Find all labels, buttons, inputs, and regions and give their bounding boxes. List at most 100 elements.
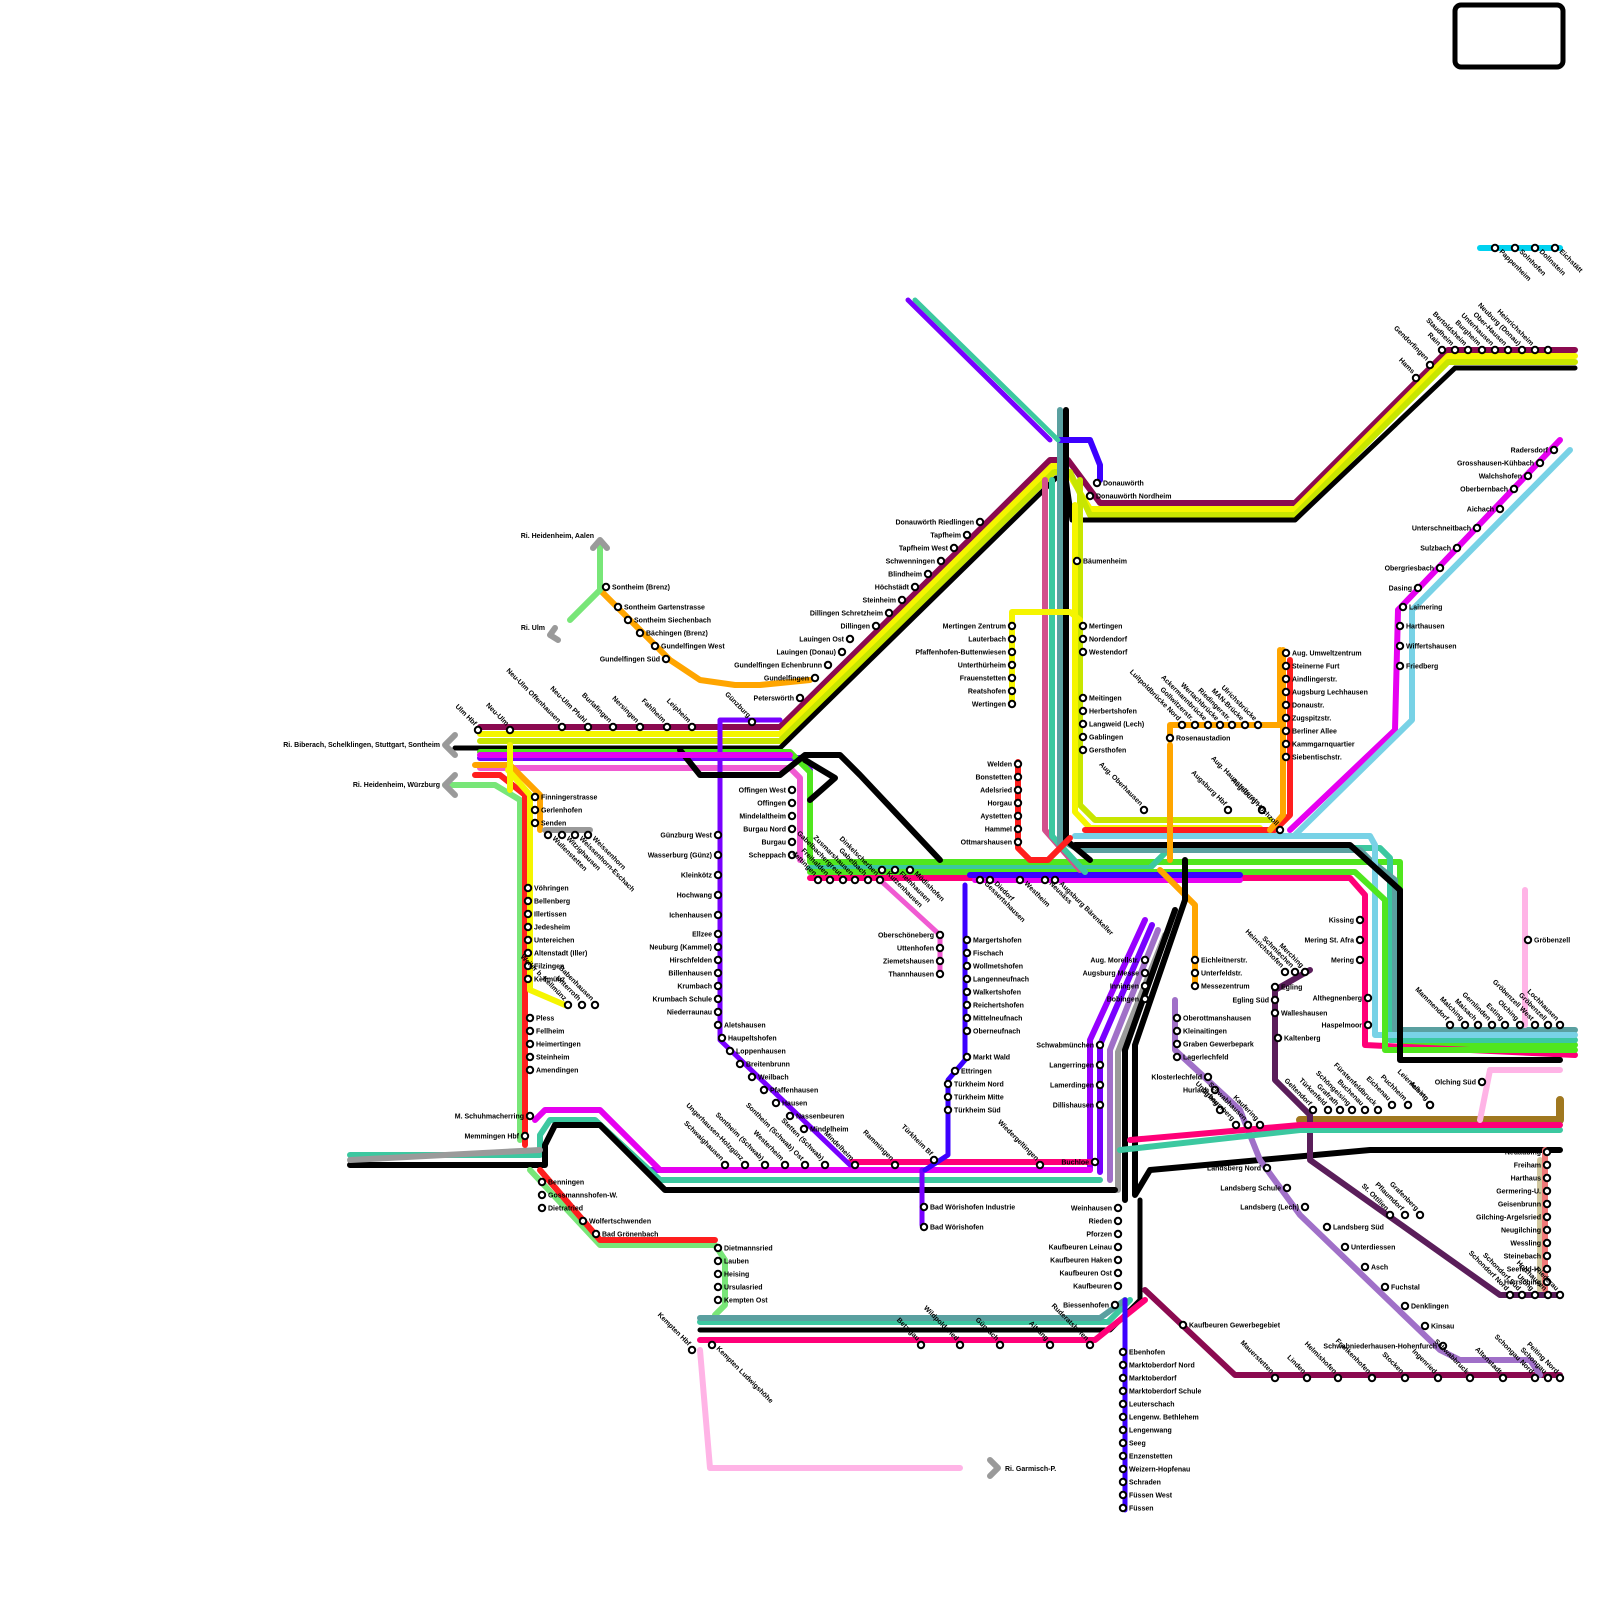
station-marker[interactable] bbox=[742, 1162, 748, 1168]
station-marker[interactable] bbox=[1120, 1401, 1126, 1407]
station-marker[interactable] bbox=[997, 1342, 1003, 1348]
station-marker[interactable] bbox=[1142, 983, 1148, 989]
station-marker[interactable] bbox=[1174, 1028, 1180, 1034]
station-marker[interactable] bbox=[1422, 1323, 1428, 1329]
station-marker[interactable] bbox=[852, 877, 858, 883]
station-marker[interactable] bbox=[715, 944, 721, 950]
station-marker[interactable] bbox=[1397, 663, 1403, 669]
station-marker[interactable] bbox=[615, 604, 621, 610]
station-marker[interactable] bbox=[527, 1015, 533, 1021]
station-marker[interactable] bbox=[1192, 722, 1198, 728]
station-marker[interactable] bbox=[1435, 1375, 1441, 1381]
station-marker[interactable] bbox=[1500, 1375, 1506, 1381]
station-marker[interactable] bbox=[1283, 663, 1289, 669]
station-marker[interactable] bbox=[1205, 722, 1211, 728]
station-marker[interactable] bbox=[1180, 1322, 1186, 1328]
station-marker[interactable] bbox=[931, 1157, 937, 1163]
station-marker[interactable] bbox=[715, 996, 721, 1002]
station-marker[interactable] bbox=[1437, 565, 1443, 571]
station-marker[interactable] bbox=[532, 794, 538, 800]
station-marker[interactable] bbox=[1310, 1107, 1316, 1113]
station-marker[interactable] bbox=[789, 787, 795, 793]
station-marker[interactable] bbox=[1525, 937, 1531, 943]
station-marker[interactable] bbox=[1192, 983, 1198, 989]
station-marker[interactable] bbox=[1142, 957, 1148, 963]
station-marker[interactable] bbox=[1544, 1266, 1550, 1272]
station-marker[interactable] bbox=[1544, 1162, 1550, 1168]
station-marker[interactable] bbox=[1283, 650, 1289, 656]
station-marker[interactable] bbox=[1282, 969, 1288, 975]
station-marker[interactable] bbox=[1362, 1264, 1368, 1270]
station-marker[interactable] bbox=[873, 623, 879, 629]
station-marker[interactable] bbox=[1283, 689, 1289, 695]
station-marker[interactable] bbox=[1009, 649, 1015, 655]
station-marker[interactable] bbox=[899, 597, 905, 603]
station-marker[interactable] bbox=[1454, 545, 1460, 551]
station-marker[interactable] bbox=[1545, 1375, 1551, 1381]
station-marker[interactable] bbox=[727, 1048, 733, 1054]
station-marker[interactable] bbox=[663, 656, 669, 662]
station-marker[interactable] bbox=[1015, 761, 1021, 767]
station-marker[interactable] bbox=[1092, 1159, 1098, 1165]
station-marker[interactable] bbox=[1479, 347, 1485, 353]
station-marker[interactable] bbox=[715, 1009, 721, 1015]
station-marker[interactable] bbox=[1080, 708, 1086, 714]
station-marker[interactable] bbox=[1009, 662, 1015, 668]
station-marker[interactable] bbox=[1362, 1107, 1368, 1113]
station-marker[interactable] bbox=[797, 695, 803, 701]
station-marker[interactable] bbox=[1400, 604, 1406, 610]
station-marker[interactable] bbox=[1532, 1375, 1538, 1381]
station-marker[interactable] bbox=[964, 1002, 970, 1008]
station-marker[interactable] bbox=[1283, 702, 1289, 708]
station-marker[interactable] bbox=[715, 1258, 721, 1264]
station-marker[interactable] bbox=[802, 1162, 808, 1168]
station-marker[interactable] bbox=[847, 636, 853, 642]
station-marker[interactable] bbox=[1097, 1062, 1103, 1068]
station-marker[interactable] bbox=[951, 545, 957, 551]
station-marker[interactable] bbox=[1375, 1107, 1381, 1113]
station-marker[interactable] bbox=[879, 867, 885, 873]
station-marker[interactable] bbox=[1205, 1074, 1211, 1080]
station-marker[interactable] bbox=[921, 1224, 927, 1230]
station-marker[interactable] bbox=[1120, 1414, 1126, 1420]
station-marker[interactable] bbox=[1507, 1292, 1513, 1298]
station-marker[interactable] bbox=[1544, 1175, 1550, 1181]
station-marker[interactable] bbox=[1174, 1054, 1180, 1060]
station-marker[interactable] bbox=[1324, 1224, 1330, 1230]
station-marker[interactable] bbox=[525, 898, 531, 904]
station-marker[interactable] bbox=[1357, 917, 1363, 923]
station-marker[interactable] bbox=[815, 877, 821, 883]
station-marker[interactable] bbox=[1115, 1270, 1121, 1276]
station-marker[interactable] bbox=[1544, 1240, 1550, 1246]
station-marker[interactable] bbox=[865, 877, 871, 883]
station-marker[interactable] bbox=[789, 800, 795, 806]
station-marker[interactable] bbox=[1087, 1342, 1093, 1348]
station-marker[interactable] bbox=[789, 813, 795, 819]
station-marker[interactable] bbox=[1042, 877, 1048, 883]
station-marker[interactable] bbox=[507, 727, 513, 733]
station-marker[interactable] bbox=[637, 724, 643, 730]
station-marker[interactable] bbox=[1142, 970, 1148, 976]
station-marker[interactable] bbox=[593, 1231, 599, 1237]
station-marker[interactable] bbox=[1342, 1244, 1348, 1250]
station-marker[interactable] bbox=[1242, 722, 1248, 728]
station-marker[interactable] bbox=[1094, 480, 1100, 486]
station-marker[interactable] bbox=[782, 1162, 788, 1168]
station-marker[interactable] bbox=[565, 1002, 571, 1008]
station-marker[interactable] bbox=[525, 911, 531, 917]
station-marker[interactable] bbox=[1552, 245, 1558, 251]
station-marker[interactable] bbox=[918, 1342, 924, 1348]
station-marker[interactable] bbox=[1439, 347, 1445, 353]
station-marker[interactable] bbox=[938, 558, 944, 564]
station-marker[interactable] bbox=[527, 1113, 533, 1119]
station-marker[interactable] bbox=[527, 1041, 533, 1047]
station-marker[interactable] bbox=[1389, 1102, 1395, 1108]
station-marker[interactable] bbox=[539, 1192, 545, 1198]
station-marker[interactable] bbox=[1532, 1022, 1538, 1028]
station-marker[interactable] bbox=[715, 957, 721, 963]
station-marker[interactable] bbox=[715, 1297, 721, 1303]
station-marker[interactable] bbox=[1015, 787, 1021, 793]
station-marker[interactable] bbox=[937, 958, 943, 964]
station-marker[interactable] bbox=[1402, 1375, 1408, 1381]
station-marker[interactable] bbox=[1283, 728, 1289, 734]
